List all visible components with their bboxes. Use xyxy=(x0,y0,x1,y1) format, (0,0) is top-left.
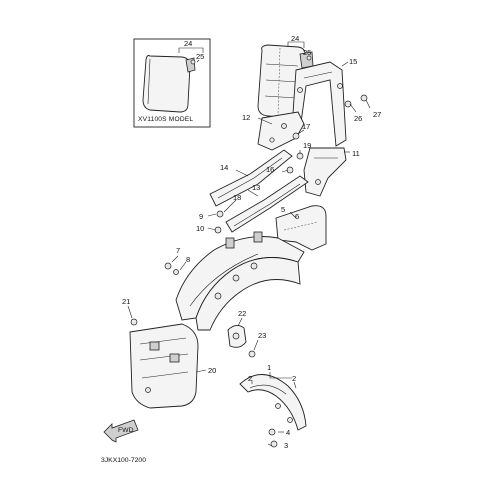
leader-lines xyxy=(127,61,371,447)
backrest-frame-15 xyxy=(291,61,347,147)
cover-5-6 xyxy=(275,205,327,251)
callout-13: 13 xyxy=(252,183,260,192)
callout-1: 1 xyxy=(267,363,271,372)
callout-2-left: 2 xyxy=(248,374,252,383)
callout-15: 15 xyxy=(349,57,357,66)
clamp-22 xyxy=(227,325,247,348)
callout-6: 6 xyxy=(295,212,299,221)
callout-4: 4 xyxy=(286,428,290,437)
callout-23: 23 xyxy=(258,331,266,340)
callout-17: 17 xyxy=(302,122,310,131)
callout-2-right: 2 xyxy=(292,374,296,383)
backrest-pad xyxy=(257,41,314,119)
callout-20: 20 xyxy=(208,366,216,375)
callout-5: 5 xyxy=(281,205,285,214)
callout-3: 3 xyxy=(284,441,288,450)
hardware-set xyxy=(130,94,368,448)
inset-callout-24: 24 xyxy=(184,39,192,48)
callout-12: 12 xyxy=(242,113,250,122)
front-fender xyxy=(239,374,307,431)
callout-26: 26 xyxy=(354,114,362,123)
callout-21: 21 xyxy=(122,297,130,306)
grab-bar-14 xyxy=(209,149,293,207)
callout-18: 18 xyxy=(233,193,241,202)
callout-11: 11 xyxy=(352,149,360,158)
callout-14: 14 xyxy=(220,163,228,172)
callout-9: 9 xyxy=(199,212,203,221)
bracket-11 xyxy=(303,147,347,197)
callout-24: 24 xyxy=(291,34,299,43)
side-panel-20 xyxy=(129,323,199,409)
fwd-arrow: FWD xyxy=(103,419,139,443)
rear-fender xyxy=(175,231,305,331)
callout-22: 22 xyxy=(238,309,246,318)
inset-callout-25: 25 xyxy=(196,52,204,61)
callout-25: 25 xyxy=(303,48,311,57)
inset-model-label: XV1100S MODEL xyxy=(138,116,193,123)
plate-12 xyxy=(257,111,305,151)
callout-7: 7 xyxy=(176,246,180,255)
fwd-label: FWD xyxy=(118,427,134,434)
callout-19: 19 xyxy=(303,141,311,150)
inset-xv1100s-model: 24 25 XV1100S MODEL xyxy=(133,38,211,128)
callout-8: 8 xyxy=(186,255,190,264)
grab-bar-13 xyxy=(225,175,309,233)
callout-10: 10 xyxy=(196,224,204,233)
callout-16: 16 xyxy=(266,165,274,174)
diagram-code: 3JKX100-7200 xyxy=(101,457,146,464)
callout-labels: 24 25 15 26 27 12 17 19 11 14 16 13 18 5… xyxy=(122,34,381,450)
callout-27: 27 xyxy=(373,110,381,119)
